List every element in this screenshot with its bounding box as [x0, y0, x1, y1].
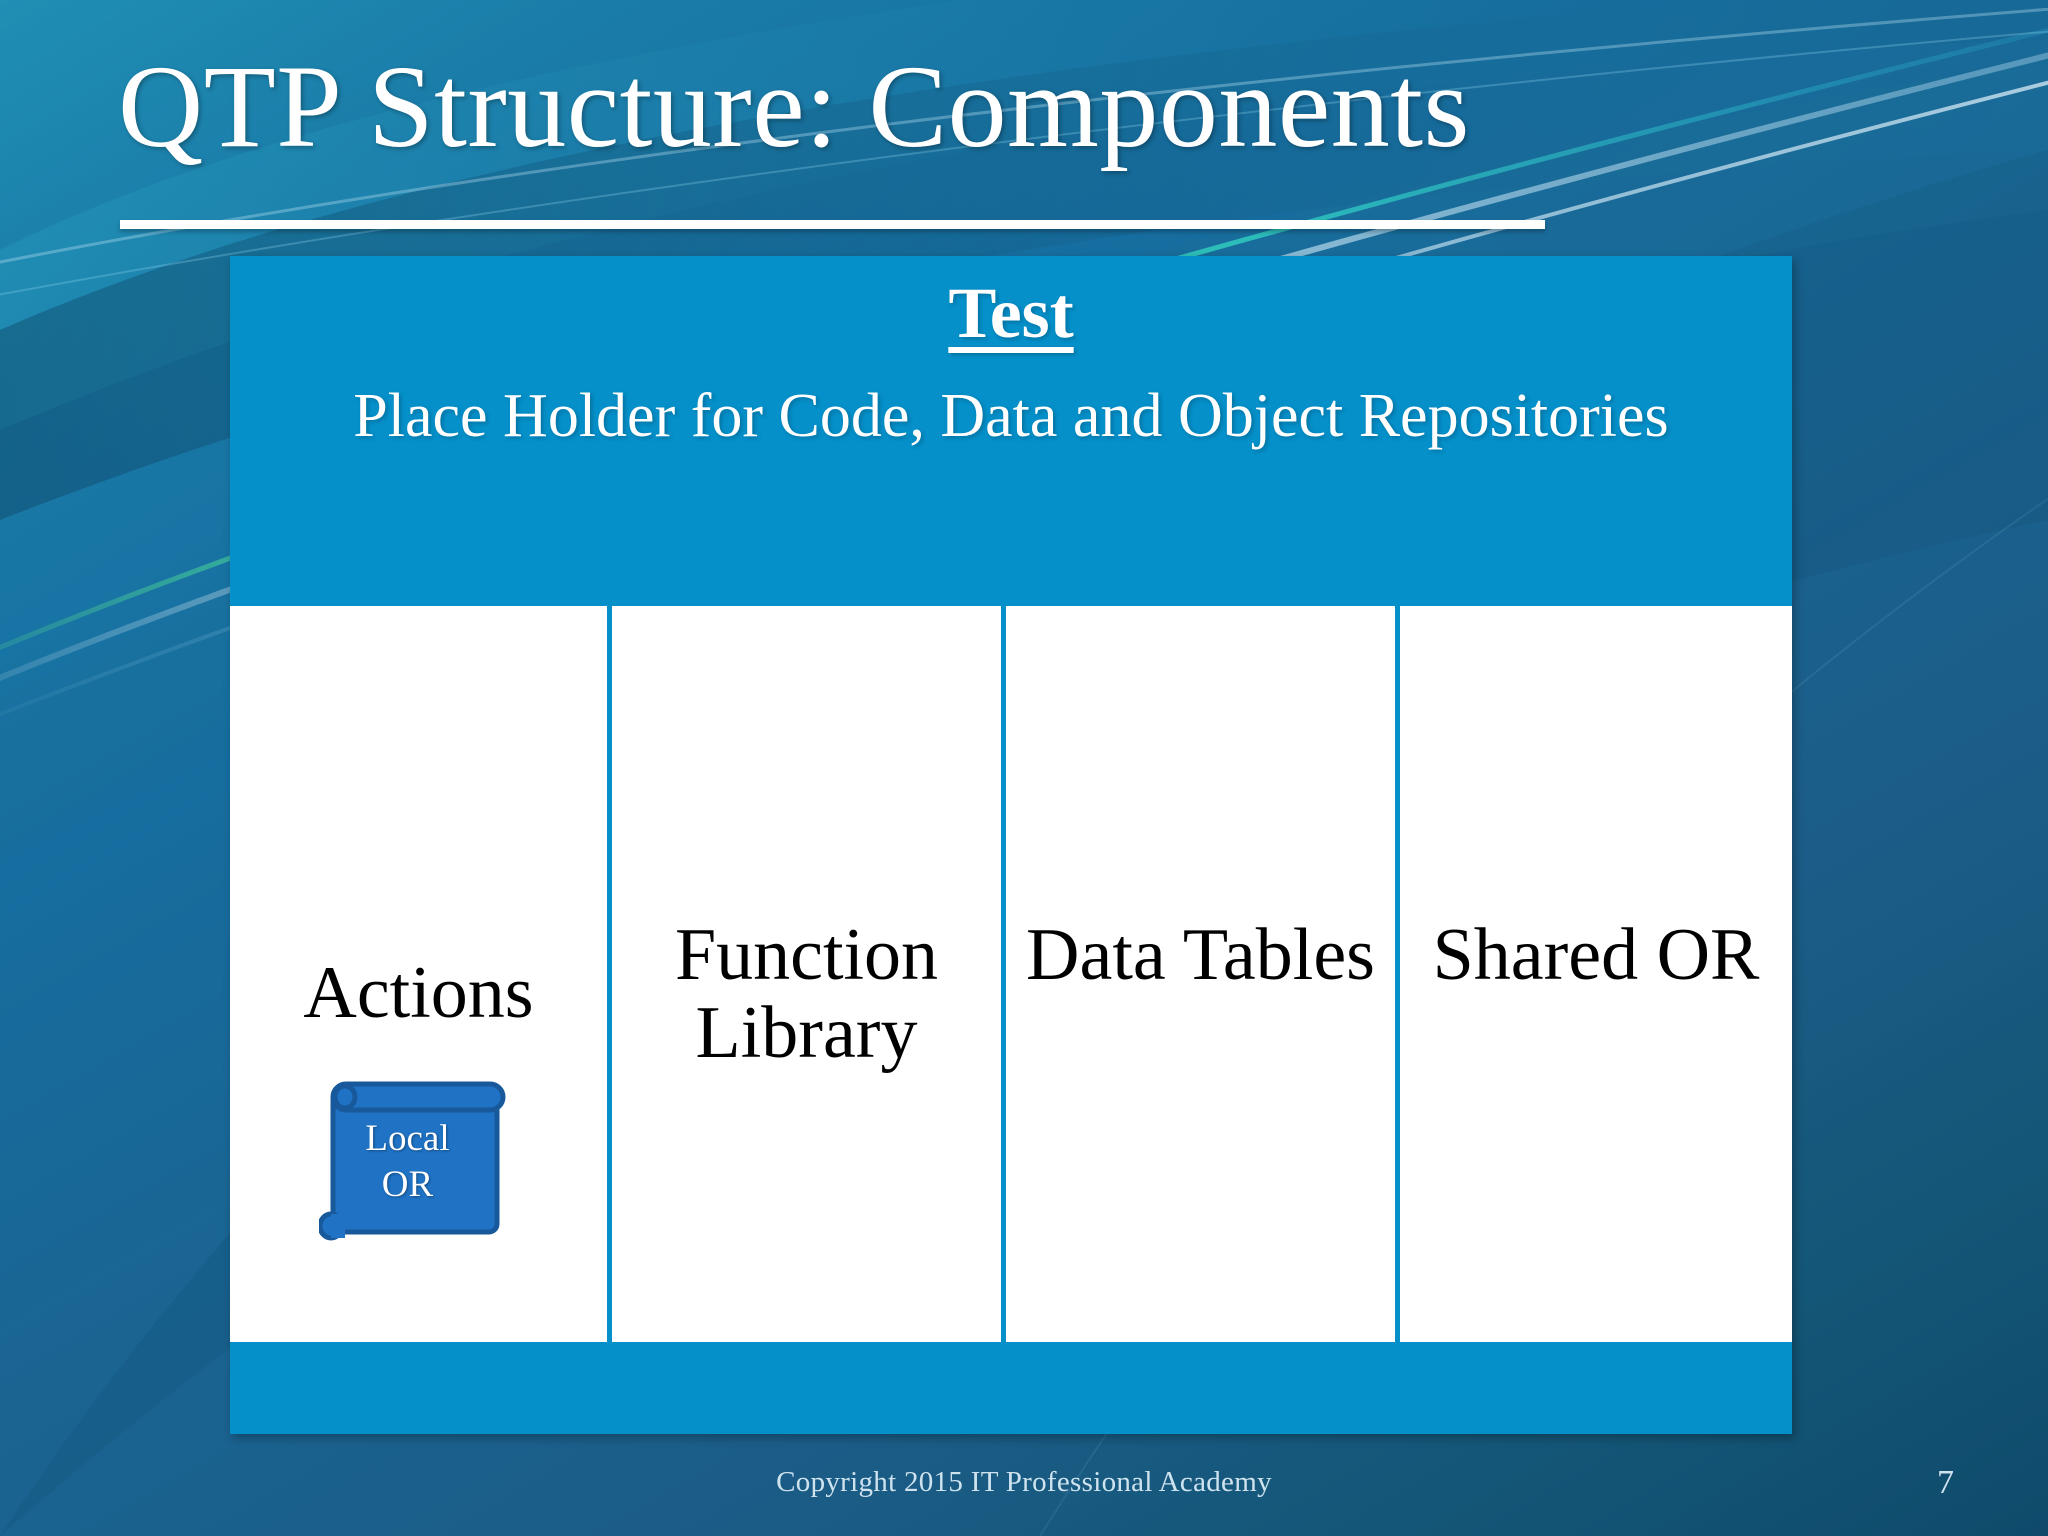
column-label-data-tables: Data Tables: [1026, 914, 1375, 996]
test-description: Place Holder for Code, Data and Object R…: [353, 381, 1669, 450]
copyright-notice: Copyright 2015 IT Professional Academy: [776, 1466, 1272, 1498]
scroll-icon: Local OR: [318, 1080, 519, 1248]
title-underline-rule: [120, 220, 1545, 229]
column-label-function-library: Function Library: [674, 914, 939, 1075]
column-shared-or[interactable]: Shared OR: [1400, 606, 1792, 1342]
scroll-badge-line2: OR: [381, 1164, 434, 1206]
diagram-columns: Actions Local OR: [230, 606, 1792, 1342]
diagram-header-title-wrap: Test: [230, 270, 1792, 352]
diagram-footer-bar: [230, 1342, 1792, 1434]
diagram-header: Test Place Holder for Code, Data and Obj…: [230, 256, 1792, 606]
column-data-tables[interactable]: Data Tables: [1006, 606, 1395, 1342]
column-label-actions: Actions: [303, 952, 534, 1034]
column-function-library[interactable]: Function Library: [612, 606, 1001, 1342]
column-label-shared-or: Shared OR: [1432, 914, 1760, 996]
scroll-badge-text: Local OR: [319, 1116, 497, 1208]
page-title: QTP Structure: Components: [118, 41, 1470, 172]
page-number: 7: [1937, 1464, 1954, 1501]
title-block: QTP Structure: Components: [118, 48, 1618, 166]
qtp-structure-diagram: Test Place Holder for Code, Data and Obj…: [230, 256, 1792, 1434]
test-heading: Test: [948, 273, 1074, 353]
column-actions[interactable]: Actions Local OR: [230, 606, 607, 1342]
scroll-badge-line1: Local: [365, 1118, 450, 1160]
